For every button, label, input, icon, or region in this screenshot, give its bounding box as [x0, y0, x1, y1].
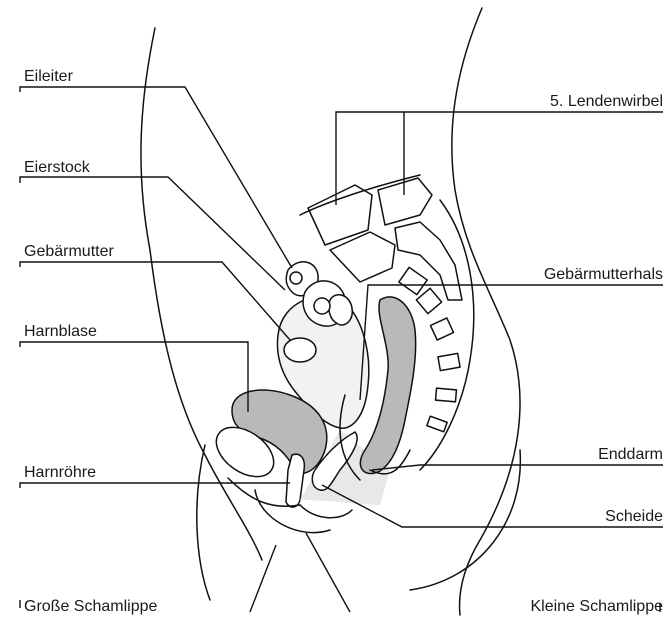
ovary — [284, 338, 316, 362]
label-lendenwirbel: 5. Lendenwirbel — [550, 93, 663, 110]
label-harnblase: Harnblase — [24, 323, 97, 340]
label-enddarm: Enddarm — [598, 446, 663, 463]
label-gebaermutter: Gebärmutter — [24, 243, 114, 260]
vertebra-l5-process — [378, 178, 432, 225]
label-grosse-schamlippe: Große Schamlippe — [24, 598, 157, 615]
label-scheide: Scheide — [605, 508, 663, 525]
label-eierstock: Eierstock — [24, 159, 91, 176]
label-kleine-schamlippe: Kleine Schamlippe — [530, 598, 663, 615]
label-gebaermutterhals: Gebärmutterhals — [544, 266, 663, 283]
labia-minora — [300, 505, 352, 518]
label-harnroehre: Harnröhre — [24, 464, 96, 481]
label-eileiter: Eileiter — [24, 68, 74, 85]
